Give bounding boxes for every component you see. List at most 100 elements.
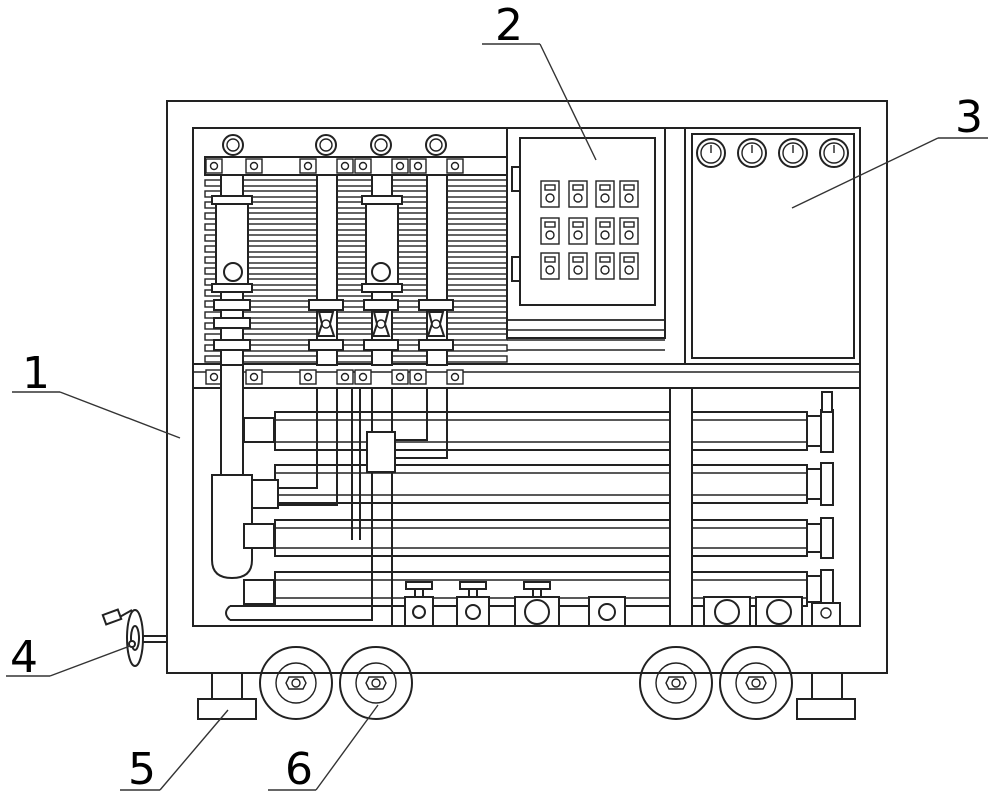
indicator-light — [572, 221, 584, 228]
indicator-light — [599, 221, 611, 228]
valve-right-stem — [431, 319, 441, 329]
slat — [204, 344, 508, 352]
flowmeter-middle — [361, 195, 403, 293]
axle — [371, 678, 381, 688]
indicator-light — [599, 184, 611, 191]
slat — [204, 256, 508, 264]
end-cap — [806, 575, 822, 603]
bolt-icon — [303, 372, 313, 382]
bolt-icon — [340, 372, 350, 382]
switch-icon — [624, 193, 634, 203]
pump-1-handle — [405, 581, 433, 590]
axle — [671, 678, 681, 688]
end-flange — [820, 409, 834, 453]
valve-middle-collar — [363, 339, 399, 351]
gauge-face — [319, 138, 333, 152]
indicator-light — [623, 256, 635, 263]
slat — [204, 179, 508, 187]
bolt-icon — [358, 161, 368, 171]
valve-left-collar — [308, 339, 344, 351]
end-cap — [806, 415, 822, 447]
pump-1-icon — [412, 605, 426, 619]
valve-right-collar — [418, 339, 454, 351]
switch-icon — [545, 193, 555, 203]
pump-5-icon — [714, 599, 740, 625]
valve-middle-stem — [376, 319, 386, 329]
gauge-face — [429, 138, 443, 152]
membrane-tube-1 — [274, 411, 808, 451]
pump-3-handle — [523, 581, 551, 590]
leader-lines — [6, 43, 988, 791]
switch-icon — [600, 193, 610, 203]
end-valve — [821, 391, 833, 413]
switch-icon — [624, 265, 634, 275]
membrane-tube-2 — [274, 464, 808, 504]
callout-5: 5 — [128, 744, 156, 795]
callout-4: 4 — [10, 632, 38, 683]
support-feet — [197, 672, 856, 720]
switch-icon — [600, 265, 610, 275]
bolt-icon — [450, 161, 460, 171]
indicator-light — [623, 184, 635, 191]
callout-2: 2 — [495, 0, 523, 51]
indicator-light — [544, 256, 556, 263]
callout-3: 3 — [955, 92, 983, 143]
bolt-icon — [303, 161, 313, 171]
slat — [204, 234, 508, 242]
bolt-icon — [395, 161, 405, 171]
bolt-icon — [249, 161, 259, 171]
end-cap — [806, 523, 822, 553]
switch-icon — [573, 230, 583, 240]
handwheel[interactable] — [101, 608, 167, 667]
indicator-light — [572, 184, 584, 191]
bolt-icon — [395, 372, 405, 382]
valve-middle-collar — [363, 299, 399, 311]
valve-right-collar — [418, 299, 454, 311]
slat — [204, 212, 508, 220]
flowmeter-left — [211, 195, 253, 293]
callout-6: 6 — [285, 744, 313, 795]
bolt-icon — [249, 372, 259, 382]
callout-1: 1 — [22, 348, 50, 399]
switch-icon — [545, 230, 555, 240]
pump-2-icon — [465, 604, 481, 620]
pump-4-icon — [598, 603, 616, 621]
switch-icon — [624, 230, 634, 240]
switch-icon — [573, 265, 583, 275]
filter-pipe-panel — [204, 134, 665, 385]
drain-valve-icon — [820, 607, 832, 619]
gauge-face — [226, 138, 240, 152]
switch-icon — [573, 193, 583, 203]
slat — [204, 223, 508, 231]
pump-6-icon — [766, 599, 792, 625]
bolt-icon — [413, 161, 423, 171]
slat — [204, 267, 508, 275]
gauge-panel — [684, 127, 861, 365]
membrane-tubes — [274, 387, 834, 627]
lower-piping — [211, 364, 448, 626]
slat — [204, 355, 508, 363]
membrane-tube-3 — [274, 519, 808, 557]
indicator-light — [599, 256, 611, 263]
axle — [291, 678, 301, 688]
slat — [204, 245, 508, 253]
valve-left-collar — [308, 299, 344, 311]
bottom-pumps — [404, 581, 841, 627]
valve-left-stem — [321, 319, 331, 329]
callout-labels: 1 2 3 4 5 6 — [10, 0, 983, 795]
caster-wheels — [167, 646, 887, 720]
bolt-icon — [340, 161, 350, 171]
bolt-icon — [358, 372, 368, 382]
indicator-light — [572, 256, 584, 263]
end-flange — [820, 462, 834, 506]
pump-2-handle — [459, 581, 487, 590]
indicator-light — [623, 221, 635, 228]
indicator-light — [544, 221, 556, 228]
switch-icon — [545, 265, 555, 275]
gauge-face — [374, 138, 388, 152]
control-box — [506, 127, 666, 339]
bolt-icon — [413, 372, 423, 382]
pump-3-icon — [524, 599, 550, 625]
indicator-light — [544, 184, 556, 191]
axle — [751, 678, 761, 688]
